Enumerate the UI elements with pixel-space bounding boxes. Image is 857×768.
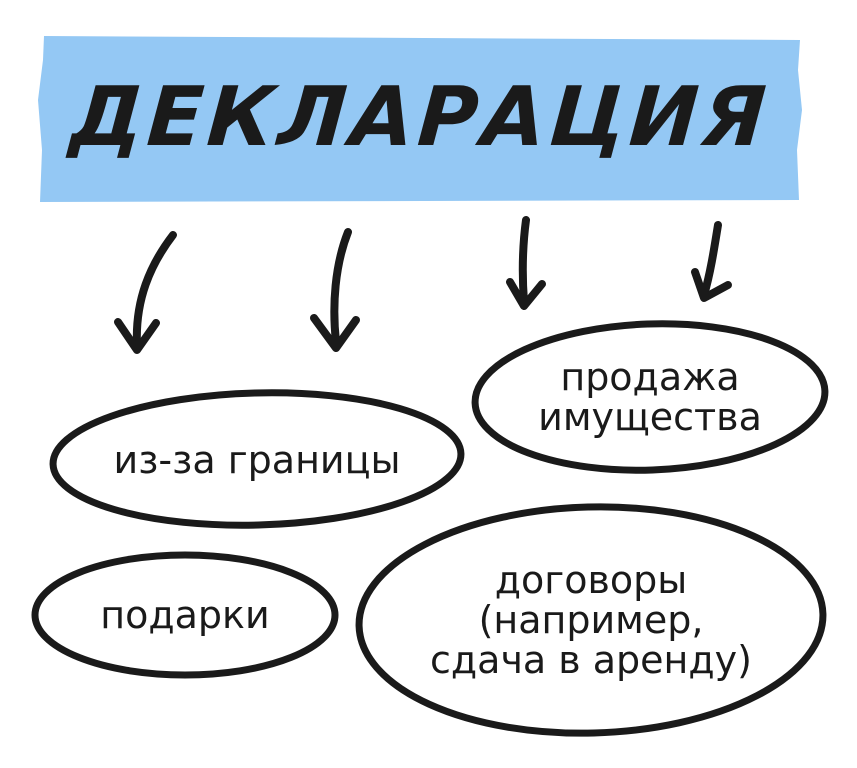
arrow-to-contracts-branch: [691, 221, 732, 302]
arrow-to-abroad: [114, 231, 177, 354]
ellipse-contracts: [355, 503, 827, 737]
arrow-to-property-sale: [506, 216, 546, 310]
ellipse-gifts: [31, 551, 339, 679]
ellipse-abroad: [49, 389, 465, 529]
title-banner: [38, 36, 802, 202]
node-abroad-line-1: из-за границы: [113, 438, 401, 482]
node-property-sale: продажа имущества: [475, 330, 825, 464]
arrow-to-gifts-branch: [310, 228, 360, 352]
diagram-title: ДЕКЛАРАЦИЯ: [67, 69, 773, 165]
node-gifts-line-1: подарки: [100, 593, 270, 637]
node-abroad: из-за границы: [55, 395, 459, 525]
node-contracts-line-1: договоры: [494, 558, 688, 602]
node-contracts-line-3: сдача в аренду): [430, 638, 752, 682]
node-contracts-line-2: (например,: [478, 598, 704, 642]
node-property-sale-line-2: имущества: [538, 395, 762, 439]
ellipse-property-sale: [471, 320, 829, 474]
node-gifts: подарки: [36, 556, 334, 674]
node-contracts: договоры (например, сдача в аренду): [362, 510, 820, 730]
node-property-sale-line-1: продажа: [560, 355, 740, 399]
